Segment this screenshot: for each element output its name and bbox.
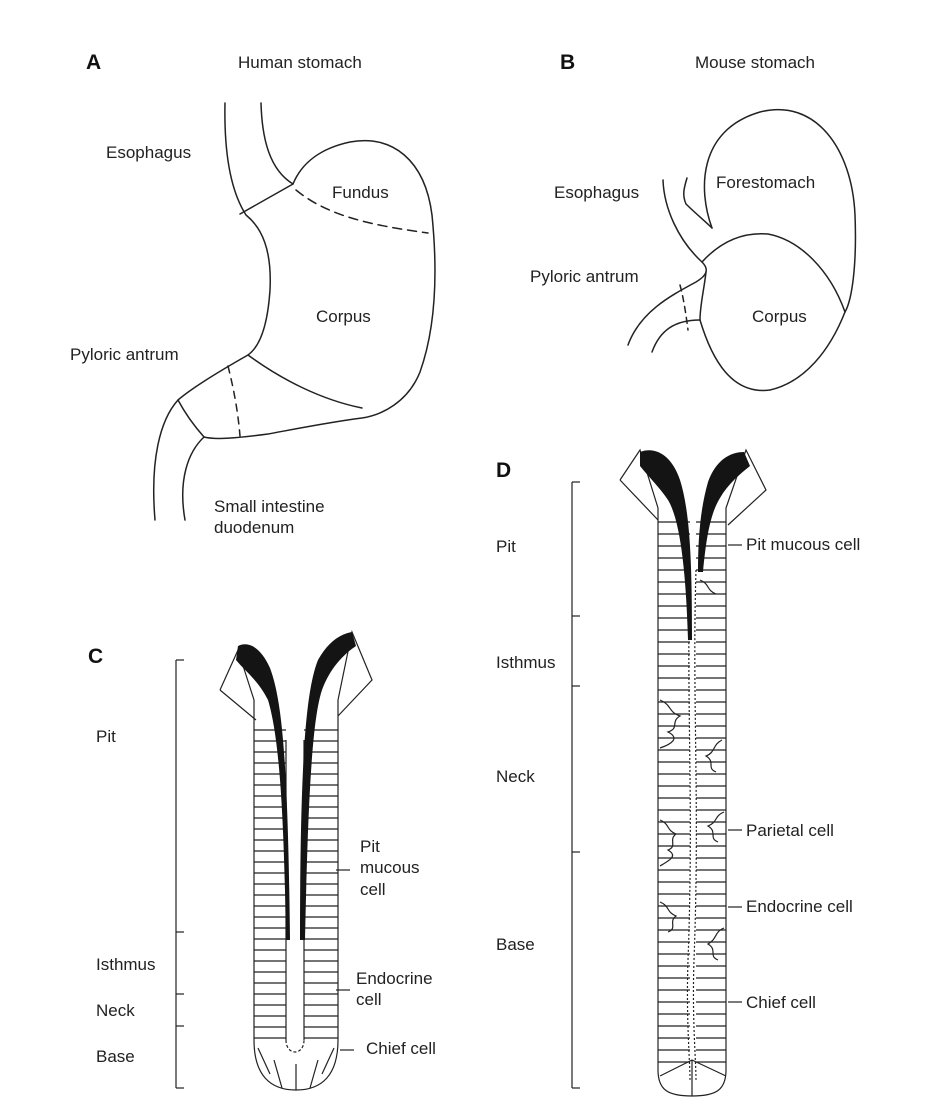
mouse-pyloric-antrum-label: Pyloric antrum: [530, 266, 639, 287]
panel-c-letter: C: [88, 644, 103, 670]
mouse-corpus-label: Corpus: [752, 306, 807, 327]
human-corpus-label: Corpus: [316, 306, 371, 327]
mucus-layer-c-right: [300, 632, 356, 940]
human-fundus-label: Fundus: [332, 182, 389, 203]
d-zone-neck: Neck: [496, 766, 535, 787]
human-small-intestine-label: Small intestine duodenum: [214, 496, 325, 539]
d-chief-cell-label: Chief cell: [746, 992, 816, 1013]
c-endocrine-cell-label: Endocrine cell: [356, 968, 433, 1011]
mouse-forestomach-label: Forestomach: [716, 172, 815, 193]
c-pit-mucous-cell-label: Pit mucous cell: [360, 836, 420, 900]
human-stomach-outline: [154, 103, 435, 520]
d-endocrine-cell-label: Endocrine cell: [746, 896, 853, 917]
human-gastric-gland: [220, 632, 372, 1090]
c-chief-cell-label: Chief cell: [366, 1038, 436, 1059]
zone-brackets-c: [176, 660, 354, 1088]
mouse-stomach-outline: [628, 110, 855, 391]
mucus-layer-c: [236, 644, 290, 940]
mouse-esophagus-label: Esophagus: [554, 182, 639, 203]
mouse-gastric-gland: [620, 450, 766, 1096]
human-pyloric-antrum-label: Pyloric antrum: [70, 344, 179, 365]
d-pit-mucous-cell-label: Pit mucous cell: [746, 534, 860, 555]
zone-brackets-d: [572, 482, 742, 1088]
c-zone-base: Base: [96, 1046, 135, 1067]
mucus-layer-d: [640, 450, 692, 640]
panel-b-letter: B: [560, 50, 575, 76]
c-zone-isthmus: Isthmus: [96, 954, 156, 975]
panel-b-title: Mouse stomach: [695, 52, 815, 73]
panel-a-title: Human stomach: [238, 52, 362, 73]
panel-d-letter: D: [496, 458, 511, 484]
c-zone-neck: Neck: [96, 1000, 135, 1021]
human-esophagus-label: Esophagus: [106, 142, 191, 163]
d-zone-isthmus: Isthmus: [496, 652, 556, 673]
c-zone-pit: Pit: [96, 726, 116, 747]
d-zone-pit: Pit: [496, 536, 516, 557]
d-zone-base: Base: [496, 934, 535, 955]
panel-a-letter: A: [86, 50, 101, 76]
d-parietal-cell-label: Parietal cell: [746, 820, 834, 841]
